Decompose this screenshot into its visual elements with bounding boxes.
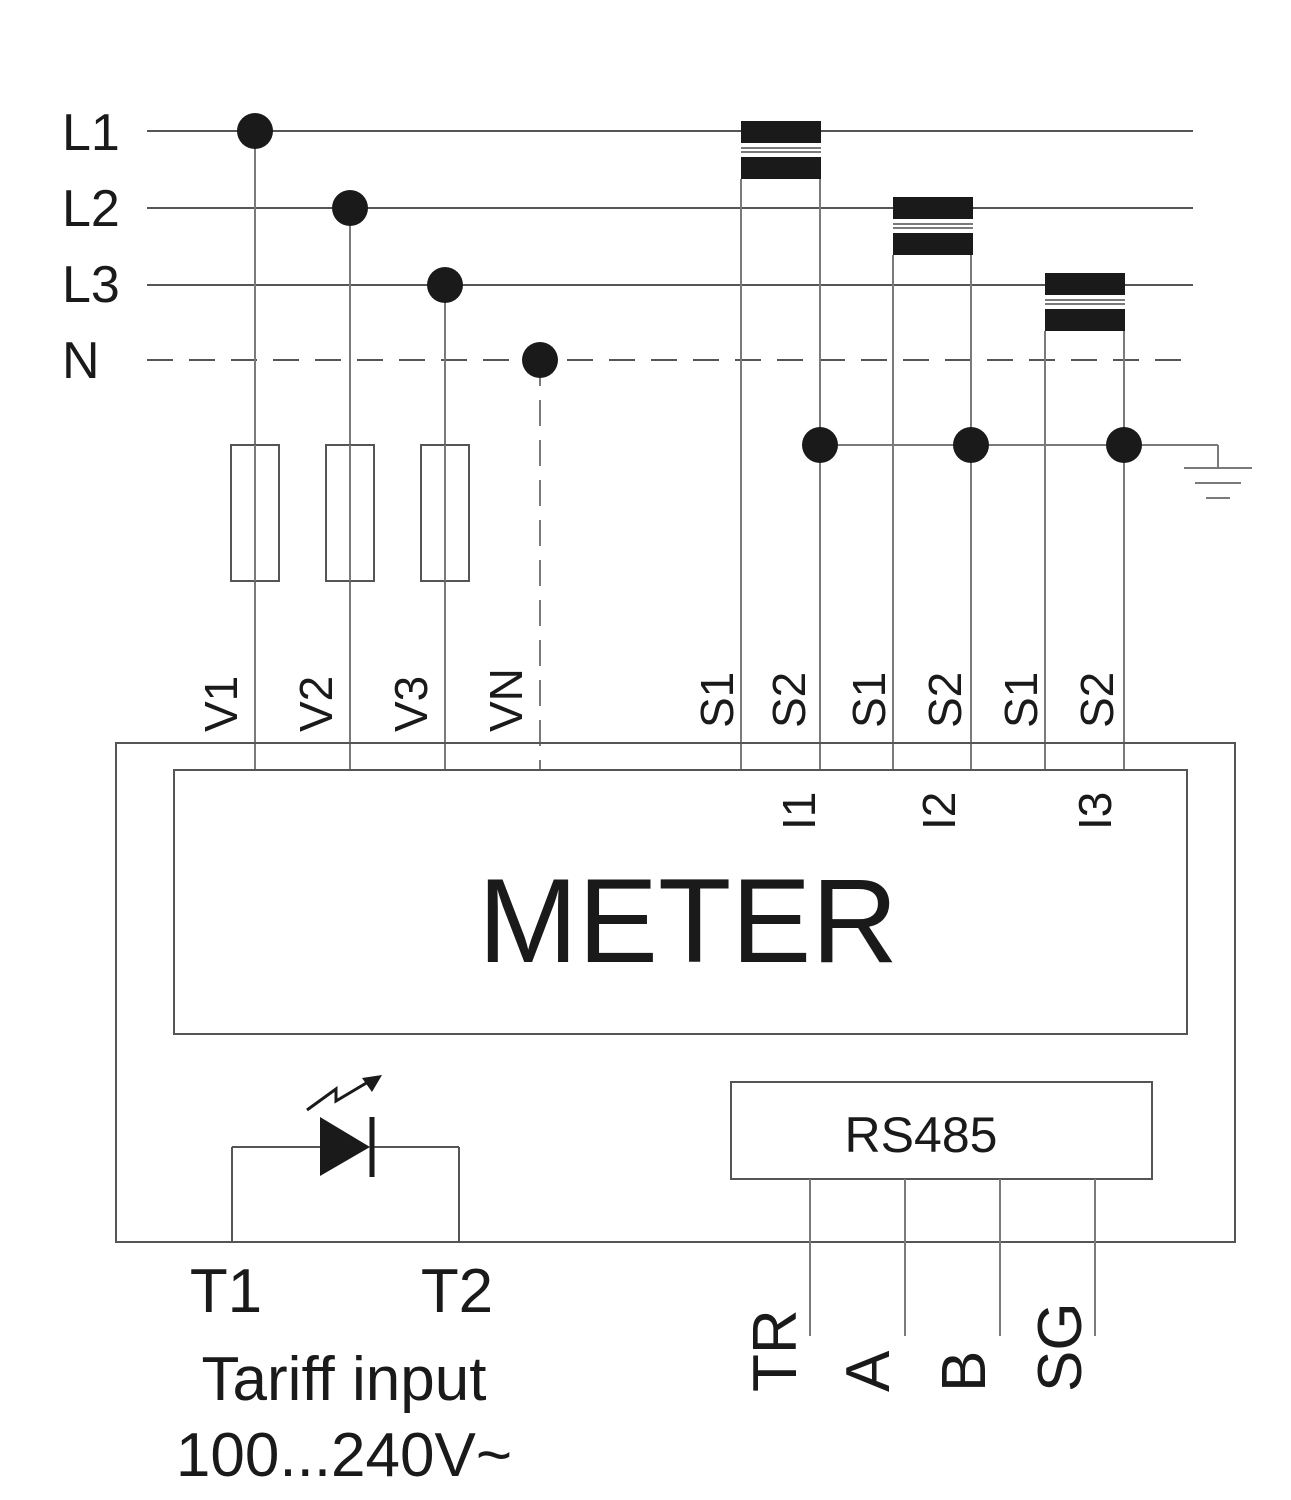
junction-dot-l2 [332, 190, 368, 226]
line-label-n: N [62, 332, 100, 390]
rs485-terminal-sg: SG [1026, 1302, 1095, 1392]
terminal-label-s2-3: S2 [1071, 672, 1123, 728]
line-label-l3: L3 [62, 256, 120, 314]
terminal-label-v1: V1 [195, 676, 247, 732]
junction-dot-ct2 [953, 427, 989, 463]
rs485-terminal-a: A [834, 1350, 903, 1392]
tariff-input-label: Tariff input [202, 1345, 487, 1414]
terminal-label-v2: V2 [290, 676, 342, 732]
rs485-terminal-b: B [930, 1351, 999, 1392]
line-label-l2: L2 [62, 180, 120, 238]
rs485-box [730, 1081, 1153, 1180]
rs485-terminal-tr: TR [741, 1309, 810, 1392]
junction-dot-n [522, 342, 558, 378]
current-transformer-1 [741, 121, 821, 179]
tariff-voltage-label: 100...240V~ [176, 1421, 512, 1490]
meter-housing [115, 742, 1236, 1243]
current-input-label-i1: I1 [773, 792, 825, 830]
terminal-label-v3: V3 [385, 676, 437, 732]
tariff-terminal-t1: T1 [190, 1257, 262, 1326]
current-transformer-3 [1045, 273, 1125, 331]
current-input-label-i2: I2 [913, 792, 965, 830]
junction-dot-l1 [237, 113, 273, 149]
terminal-label-s1-3: S1 [995, 672, 1047, 728]
terminal-label-vn: VN [480, 668, 532, 732]
ground-icon [1184, 467, 1252, 499]
led-icon [231, 1075, 460, 1242]
junction-dot-l3 [427, 267, 463, 303]
current-input-label-i3: I3 [1069, 792, 1121, 830]
current-transformer-2 [893, 197, 973, 255]
meter-box [173, 769, 1188, 1035]
line-label-l1: L1 [62, 104, 120, 162]
terminal-label-s1-1: S1 [691, 672, 743, 728]
terminal-label-s2-2: S2 [919, 672, 971, 728]
rs485-label: RS485 [845, 1107, 998, 1163]
terminal-label-s2-1: S2 [763, 672, 815, 728]
junction-dot-ct1 [802, 427, 838, 463]
meter-title: METER [478, 854, 898, 988]
terminal-label-s1-2: S1 [843, 672, 895, 728]
junction-dot-ct3 [1106, 427, 1142, 463]
tariff-terminal-t2: T2 [421, 1257, 493, 1326]
